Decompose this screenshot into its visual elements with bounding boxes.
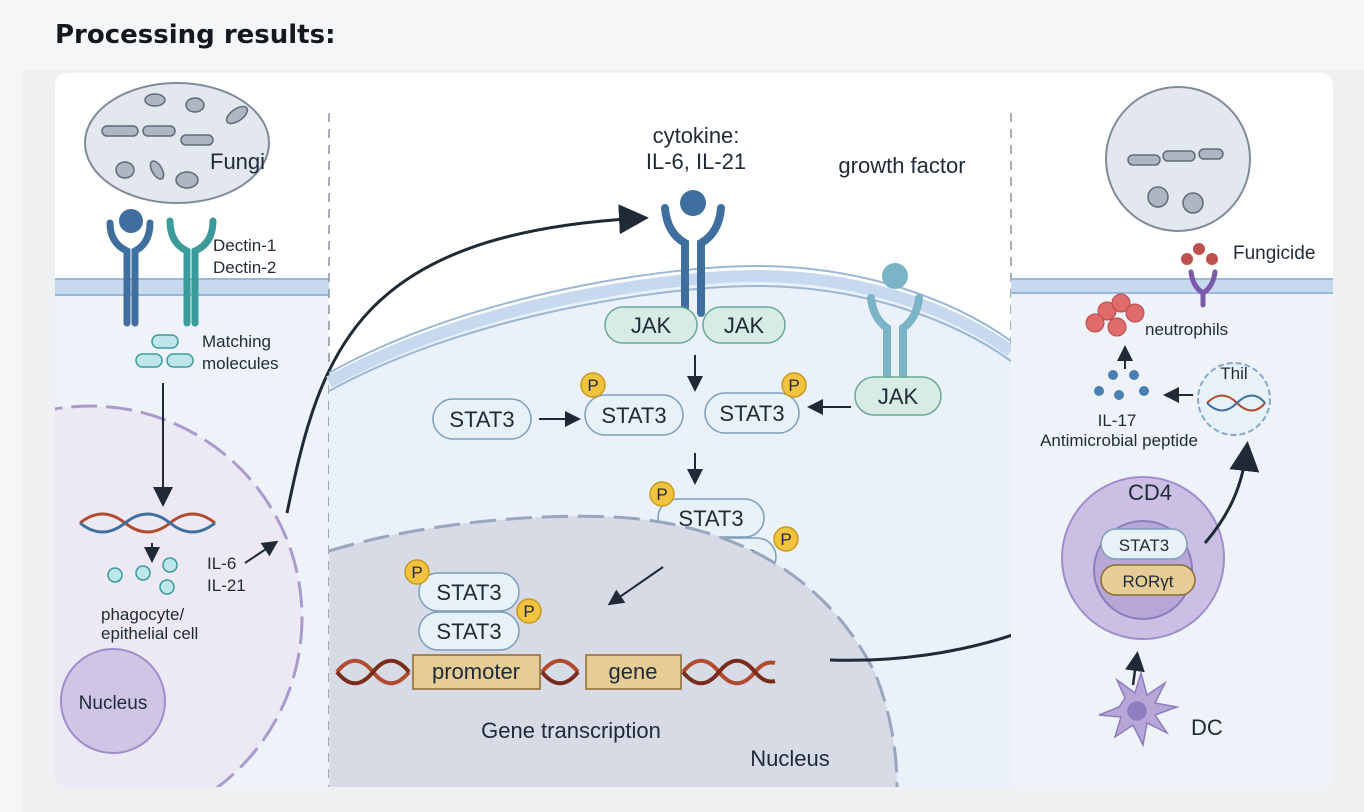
il17-label: IL-17	[1098, 411, 1137, 430]
phospho-badge	[781, 372, 807, 398]
svg-text:JAK: JAK	[631, 313, 672, 338]
growth-factor-receptor	[867, 294, 923, 392]
nucleus-middle-label: Nucleus	[750, 746, 829, 771]
svg-text:JAK: JAK	[724, 313, 765, 338]
stat3-phosphorylated-center: STAT3 P	[580, 372, 684, 436]
il6-label-left: IL-6	[207, 554, 236, 573]
cytokine-label-1: cytokine:	[653, 123, 740, 148]
cytokine-dots-icon	[107, 557, 178, 595]
dna-helix-middle	[335, 658, 776, 686]
svg-text:promoter: promoter	[432, 659, 520, 684]
signal-arrow-to-receptor	[285, 204, 649, 514]
fungicide-receptor	[1188, 269, 1218, 308]
thil-cell	[1197, 362, 1271, 436]
phospho-badge	[404, 559, 430, 585]
stat3-unphosphorylated: STAT3	[432, 398, 532, 440]
stat3-cd4: STAT3	[1100, 528, 1188, 560]
jak-right: JAK	[702, 306, 786, 344]
dc-label: DC	[1191, 715, 1223, 740]
rorgt-box: RORγt	[1100, 564, 1196, 596]
phospho-badge	[580, 372, 606, 398]
matching-label-1: Matching	[202, 332, 271, 351]
left-section: Fungi Dectin-1 Dectin-2 Matching molecul…	[55, 82, 329, 787]
dectin-1-label: Dectin-1	[213, 236, 276, 255]
antimicrobial-label: Antimicrobial peptide	[1040, 431, 1198, 450]
svg-text:P: P	[656, 485, 667, 504]
phospho-badge	[773, 526, 799, 552]
dectin-1-receptor	[106, 219, 154, 327]
svg-text:P: P	[411, 563, 422, 582]
nucleus-left	[60, 648, 166, 754]
growth-factor-label: growth factor	[838, 153, 965, 178]
promoter-box: promoter	[412, 654, 541, 690]
svg-text:P: P	[780, 530, 791, 549]
svg-text:STAT3: STAT3	[449, 407, 514, 432]
cell-membrane-middle	[326, 269, 1015, 388]
dc-cell-icon	[1098, 670, 1180, 748]
cytokine-receptor	[661, 204, 725, 317]
gene-transcription-label: Gene transcription	[481, 718, 661, 743]
thil-label: Thil	[1220, 364, 1247, 383]
right-section: Fungicide neutrophils IL-17 Antimicrobia…	[1011, 86, 1333, 787]
fungicide-icon	[1181, 243, 1218, 265]
fungicide-label: Fungicide	[1233, 243, 1315, 264]
cd4-label: CD4	[1128, 480, 1172, 505]
dectin-2-receptor	[166, 217, 217, 327]
jak-growth-factor: JAK	[854, 376, 942, 416]
fungi-label: Fungi	[210, 149, 265, 174]
neutrophils-icon	[1085, 293, 1145, 337]
dna-helix-left	[79, 512, 216, 534]
neutrophils-label: neutrophils	[1145, 320, 1228, 339]
svg-text:gene: gene	[609, 659, 658, 684]
svg-text:P: P	[523, 602, 534, 621]
cell-membrane-right	[1011, 279, 1333, 293]
fungi-icon-right	[1127, 148, 1224, 214]
svg-text:P: P	[788, 376, 799, 395]
matching-label-2: molecules	[202, 354, 279, 373]
stat3-dimer-nucleus: STAT3 STAT3 P P	[404, 559, 542, 651]
phospho-badge	[649, 481, 675, 507]
nucleus-left-label: Nucleus	[79, 693, 148, 714]
il21-label-left: IL-21	[207, 576, 246, 595]
dectin-2-label: Dectin-2	[213, 258, 276, 277]
svg-text:STAT3: STAT3	[719, 401, 784, 426]
fungi-bubble	[84, 82, 270, 204]
fungi-icon	[101, 93, 249, 189]
page-title: Processing results:	[55, 20, 336, 50]
phagocyte-label-2: epithelial cell	[101, 624, 198, 643]
arrow-cd4-to-thil	[1203, 441, 1260, 544]
middle-section: cytokine: IL-6, IL-21 growth factor JAK …	[326, 123, 1015, 787]
figure-card: Fungi Dectin-1 Dectin-2 Matching molecul…	[55, 73, 1333, 787]
phospho-badge	[516, 598, 542, 624]
gene-box: gene	[585, 654, 682, 690]
matching-molecules-icon	[135, 334, 194, 368]
cytokine-label-2: IL-6, IL-21	[646, 149, 746, 174]
svg-text:JAK: JAK	[878, 384, 919, 409]
svg-text:P: P	[587, 376, 598, 395]
svg-text:STAT3: STAT3	[436, 580, 501, 605]
svg-text:RORγt: RORγt	[1123, 572, 1174, 591]
svg-text:STAT3: STAT3	[601, 403, 666, 428]
il17-icon	[1094, 370, 1149, 400]
svg-text:STAT3: STAT3	[1119, 536, 1169, 555]
pathway-figure: Fungi Dectin-1 Dectin-2 Matching molecul…	[55, 82, 1333, 787]
jak-left: JAK	[604, 306, 698, 344]
phagocyte-label-1: phagocyte/	[101, 605, 184, 624]
stat3-phosphorylated-right: STAT3 P	[704, 372, 807, 434]
svg-text:STAT3: STAT3	[436, 619, 501, 644]
